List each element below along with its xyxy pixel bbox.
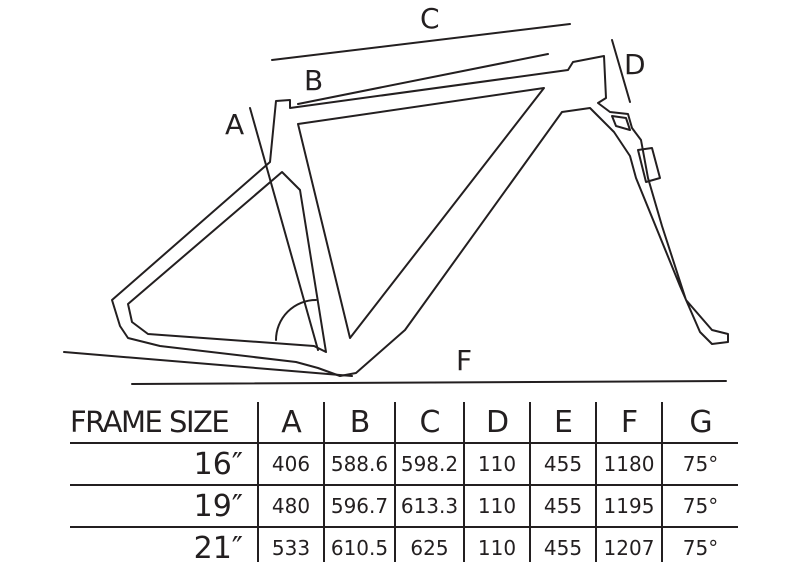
table-cell: 610.5 [323, 527, 395, 562]
dim-line-e [63, 351, 353, 377]
angle-arc [275, 299, 317, 341]
dim-line-f [131, 380, 727, 385]
table-cell: 598.2 [394, 443, 464, 485]
table-row: 16″ 406 588.6 598.2 110 455 1180 75° [70, 443, 738, 485]
table-cell: 110 [463, 527, 530, 562]
front-triangle-inner [297, 87, 545, 339]
table-cell: 1207 [595, 527, 662, 562]
label-c: C [420, 2, 440, 35]
label-b: B [304, 64, 323, 97]
table-header-row: FRAME SIZE A B C D E F G [70, 402, 738, 443]
table-row: 21″ 533 610.5 625 110 455 1207 75° [70, 527, 738, 562]
table-cell: 75° [661, 443, 738, 485]
label-a: A [225, 108, 244, 141]
header-e: E [529, 402, 596, 443]
table-cell: 455 [529, 485, 596, 527]
frame-size-cell: 16″ [193, 446, 243, 482]
table-cell: 406 [257, 443, 324, 485]
frame-outline [111, 55, 729, 377]
table-cell: 613.3 [394, 485, 464, 527]
table-cell: 1180 [595, 443, 662, 485]
table-cell: 75° [661, 527, 738, 562]
header-f: F [595, 402, 662, 443]
dim-line-d [611, 39, 631, 103]
frame-size-cell: 19″ [193, 488, 243, 524]
header-b: B [323, 402, 395, 443]
bike-frame-diagram: C B A D F [63, 2, 729, 385]
table-cell: 110 [463, 443, 530, 485]
dim-line-a [249, 107, 319, 351]
fork-leg-detail [637, 147, 661, 183]
table-cell: 110 [463, 485, 530, 527]
table-cell: 75° [661, 485, 738, 527]
dim-line-b [297, 53, 549, 105]
table-cell: 533 [257, 527, 324, 562]
header-c: C [394, 402, 464, 443]
table-cell: 625 [394, 527, 464, 562]
rear-triangle-inner [127, 171, 327, 353]
label-d: D [624, 48, 646, 81]
header-g: G [661, 402, 738, 443]
header-a: A [257, 402, 324, 443]
label-f: F [456, 344, 472, 377]
table-cell: 596.7 [323, 485, 395, 527]
header-d: D [463, 402, 530, 443]
table-cell: 1195 [595, 485, 662, 527]
dim-line-c [271, 23, 571, 61]
table-row: 19″ 480 596.7 613.3 110 455 1195 75° [70, 485, 738, 527]
header-frame-size: FRAME SIZE [70, 405, 230, 439]
table-cell: 455 [529, 527, 596, 562]
fork-crown [611, 115, 631, 131]
table-cell: 480 [257, 485, 324, 527]
table-cell: 588.6 [323, 443, 395, 485]
frame-size-cell: 21″ [193, 530, 243, 562]
frame-size-table: FRAME SIZE A B C D E F G 16″ 406 588.6 5… [70, 402, 738, 562]
table-cell: 455 [529, 443, 596, 485]
